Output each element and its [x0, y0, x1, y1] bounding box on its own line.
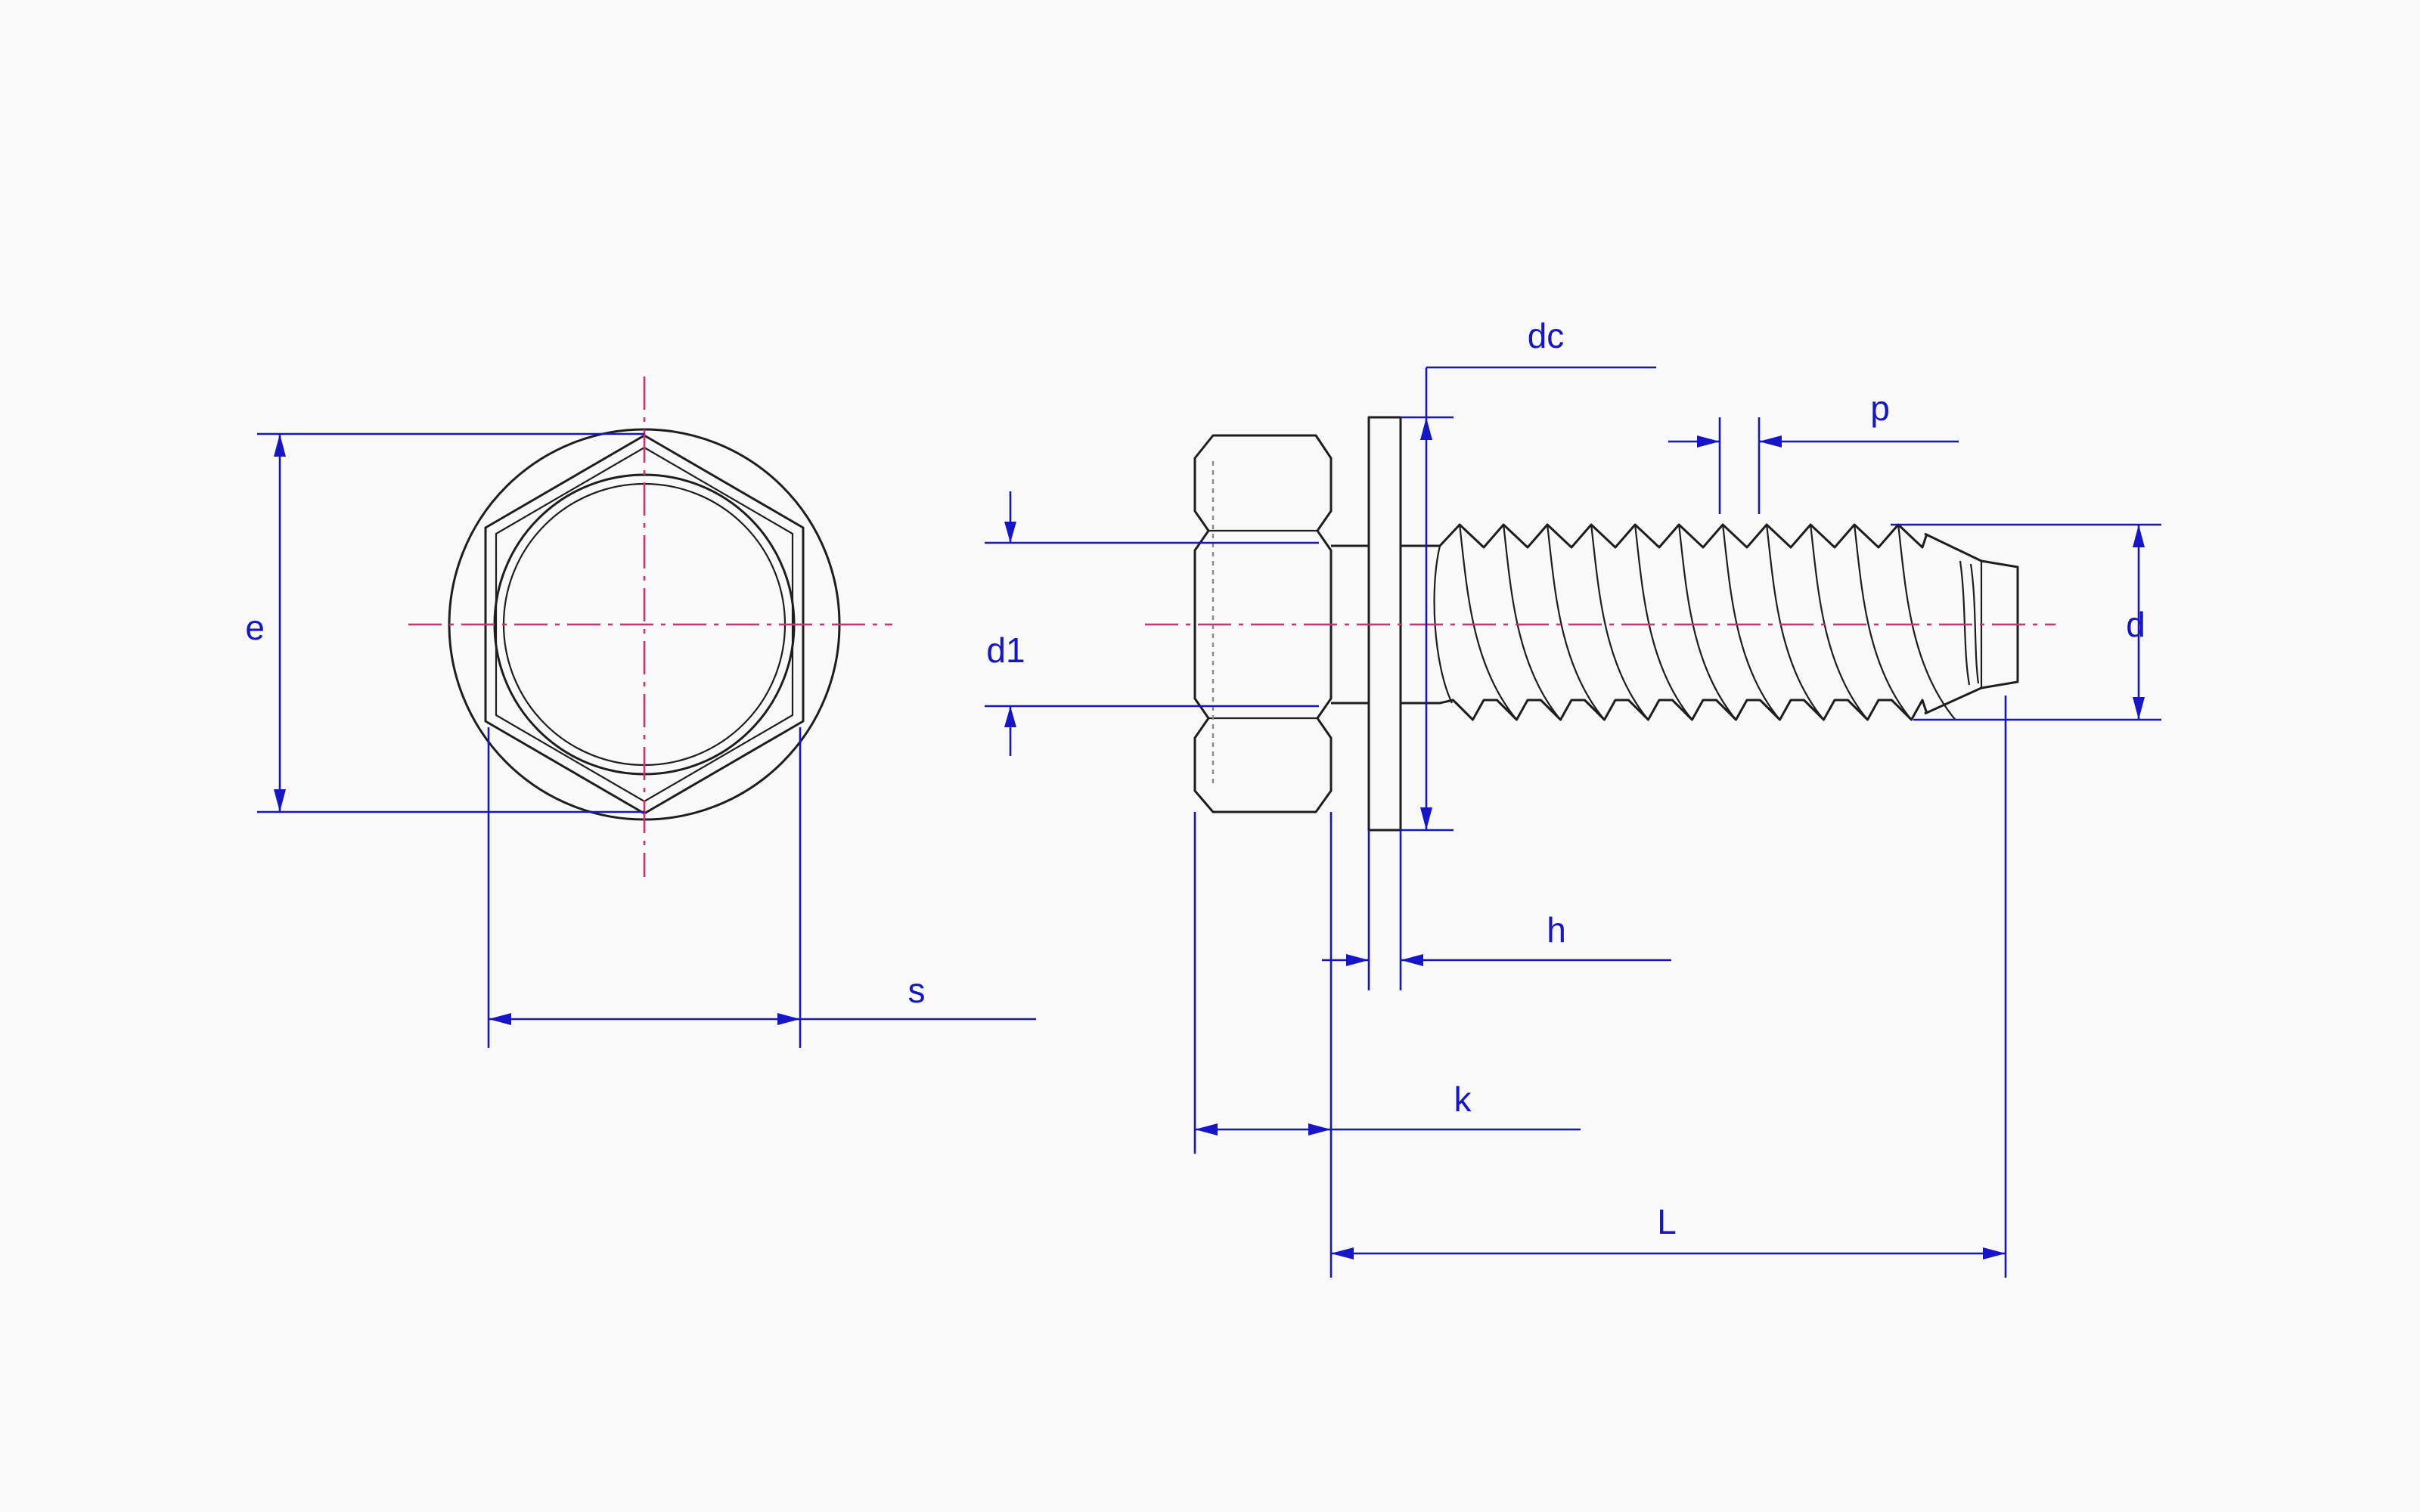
thread-helix-line — [1590, 524, 1649, 720]
thread-helix-line — [1634, 524, 1693, 720]
dim-e-label: e — [245, 608, 265, 647]
dim-e-arrow-top — [274, 434, 286, 457]
dim-d-arrow-bottom — [2133, 697, 2145, 720]
dim-dc-arrow-bottom — [1420, 807, 1432, 830]
dim-L-arrow-left — [1331, 1247, 1354, 1259]
dim-p-arrow-left — [1697, 435, 1720, 448]
center-lines — [408, 376, 2055, 877]
dim-k-arrow-right — [1308, 1123, 1331, 1136]
dim-h-label: h — [1547, 910, 1566, 950]
thread-helix-line — [1766, 524, 1825, 720]
thread-helix-line — [1547, 524, 1606, 720]
dim-h-arrow-right — [1401, 954, 1423, 966]
thread-helix-line — [1722, 524, 1781, 720]
dim-L-label: L — [1657, 1202, 1677, 1241]
thread-start-edge — [1433, 545, 1453, 704]
thread-profile-bottom — [1401, 699, 1928, 721]
dim-s-label: s — [908, 971, 926, 1010]
dim-d-arrow-top — [2133, 525, 2145, 547]
dim-p-arrow-right — [1759, 435, 1782, 448]
thread-profile-top — [1401, 523, 1928, 549]
dim-p-label: p — [1870, 389, 1890, 428]
dim-d1-arrow-bottom — [1004, 706, 1016, 727]
dim-s-arrow-right — [777, 1013, 800, 1025]
dim-k-arrow-left — [1195, 1123, 1218, 1136]
dimensions: e s d1 dc p — [245, 316, 2161, 1278]
dim-e-arrow-bottom — [274, 789, 286, 812]
hex-head-side — [1193, 434, 1333, 813]
dim-d-label: d — [2126, 605, 2145, 644]
dim-d1-arrow-top — [1004, 522, 1016, 543]
threaded-shank — [1401, 523, 1956, 721]
thread-helix-line — [1678, 524, 1737, 720]
dim-k-label: k — [1454, 1080, 1472, 1119]
dim-dc-arrow-top — [1420, 417, 1432, 440]
thread-helix-line — [1897, 524, 1956, 720]
dim-dc-label: dc — [1528, 316, 1565, 355]
dim-L-arrow-right — [1983, 1247, 2006, 1259]
cutting-tip-slot — [1959, 560, 1980, 686]
thread-helix-line — [1503, 524, 1562, 720]
dim-h-arrow-left — [1346, 954, 1369, 966]
dim-s-arrow-left — [489, 1013, 511, 1025]
thread-helix-line — [1854, 524, 1913, 720]
thread-helix-line — [1810, 524, 1869, 720]
dim-d1-label: d1 — [986, 631, 1025, 670]
thread-helix-line — [1459, 524, 1518, 720]
